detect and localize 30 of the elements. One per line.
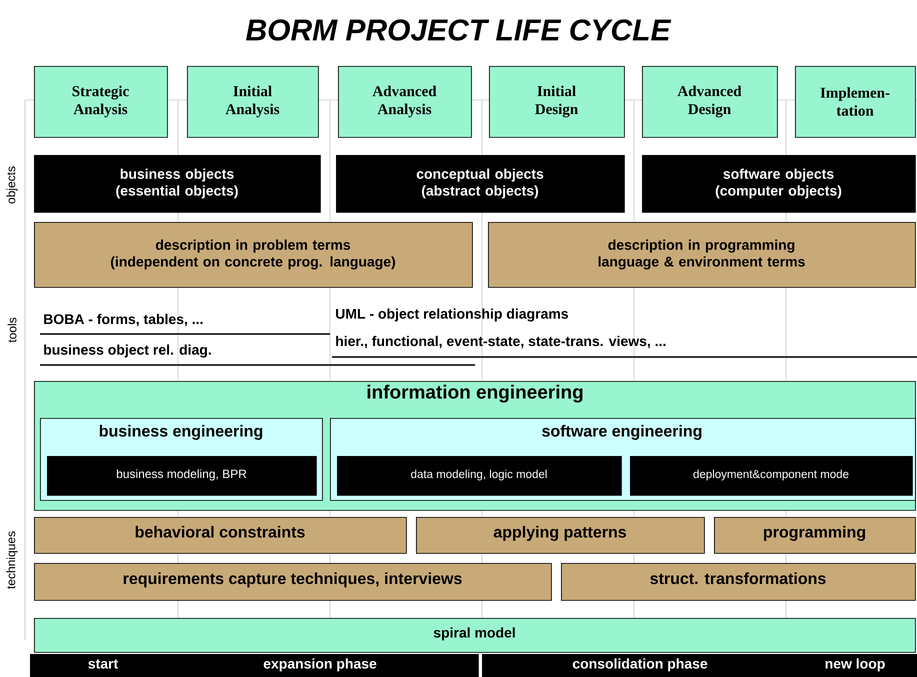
phase-box: Strategic Analysis [34,66,168,138]
objects-bar: conceptual objects (abstract objects) [336,155,625,213]
technique-box: programming [714,517,916,554]
activity-box: business modeling, BPR [47,456,317,496]
description-box: description in programming language & environment terms [488,222,916,288]
side-label: objects [6,166,18,204]
phase-box: Initial Design [489,66,625,138]
phase-bar: start expansion phase [30,654,479,677]
phase-bar: consolidation phase new loop [482,654,917,677]
tool-text: hier., functional, event-state, state-trans. views, ... [336,336,666,348]
objects-bar: software objects (computer objects) [642,155,916,213]
activity-box: deployment&component mode [630,456,913,496]
title: BORM PROJECT LIFE CYCLE [246,19,672,41]
side-label: tools [8,318,16,342]
spiral-box: spiral model [34,618,916,653]
tool-text: UML - object relationship diagrams [336,308,568,322]
technique-box: struct. transformations [561,563,916,601]
phase-box: Advanced Analysis [338,66,472,138]
description-box: description in problem terms (independent on concrete prog. language) [34,222,473,288]
phase-box: Advanced Design [642,66,778,138]
side-label: techniques [6,531,18,589]
phase-box: Initial Analysis [187,66,319,138]
tool-text: BOBA - forms, tables, ... [44,314,202,326]
tool-text: business object rel. diag. [44,344,211,358]
objects-bar: business objects (essential objects) [34,155,321,213]
technique-box: applying patterns [416,517,705,554]
activity-box: data modeling, logic model [337,456,622,496]
technique-box: behavioral constraints [34,517,407,554]
technique-box: requirements capture techniques, interviews [34,563,552,601]
phase-box: Implemen- tation [795,66,916,138]
